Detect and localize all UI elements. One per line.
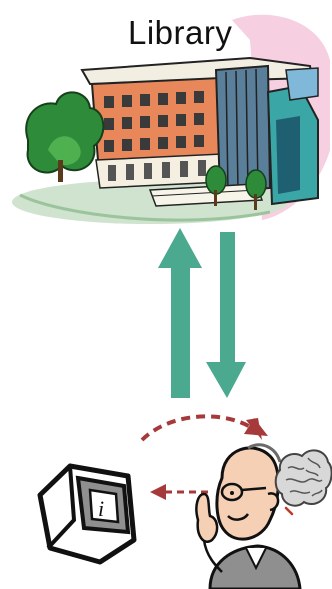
arrow-up-icon [158,228,202,398]
arrow-down-icon [206,232,246,398]
info-glyph: i [98,496,104,521]
brain-icon [276,450,332,505]
library-title: Library [128,16,232,49]
info-display-icon: i [40,466,134,562]
dashed-arrow-thinking [142,416,268,440]
